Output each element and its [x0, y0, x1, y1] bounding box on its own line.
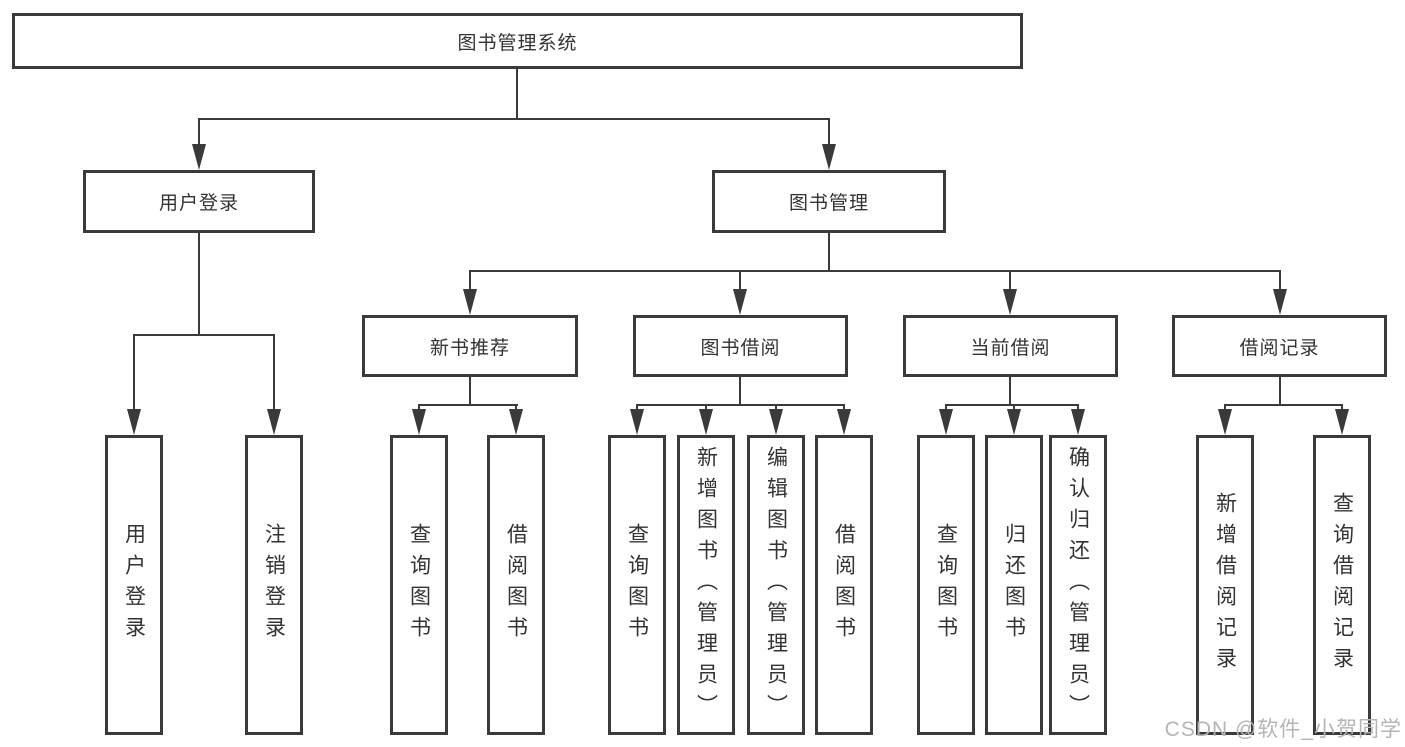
connector-vline: [1279, 270, 1281, 291]
connector-vline: [1341, 404, 1343, 412]
connector-hline: [418, 404, 518, 406]
arrow-down-icon: [1335, 409, 1349, 435]
connector-hline: [945, 404, 1079, 406]
leaf-confirm-return-admin: 确认归还（管理员）: [1049, 435, 1107, 735]
node-label: 图书借阅: [700, 337, 781, 359]
arrow-down-icon: [1218, 409, 1232, 435]
leaf-borrow-books-recommend: 借阅图书: [487, 435, 545, 735]
connector-vline: [1009, 270, 1011, 291]
node-user-login: 用户登录: [83, 170, 315, 233]
connector-vline: [1224, 404, 1226, 412]
arrow-down-icon: [412, 409, 426, 435]
arrow-down-icon: [509, 409, 523, 435]
node-label: 借阅记录: [1239, 337, 1320, 359]
node-book-borrow: 图书借阅: [633, 315, 848, 377]
arrow-down-icon: [1273, 289, 1287, 315]
leaf-query-books-recommend: 查询图书: [390, 435, 448, 735]
connector-vline: [418, 404, 420, 412]
leaf-label: 查询图书: [625, 523, 649, 647]
arrow-down-icon: [127, 409, 141, 435]
connector-vline: [945, 404, 947, 412]
leaf-label: 编辑图书（管理员）: [764, 445, 788, 725]
arrow-down-icon: [939, 409, 953, 435]
node-root-label: 图书管理系统: [457, 32, 578, 54]
connector-vline: [198, 118, 200, 146]
connector-vline: [828, 232, 830, 272]
leaf-borrow-books-2: 借阅图书: [815, 435, 873, 735]
leaf-label: 注销登录: [262, 523, 286, 647]
leaf-add-books-admin: 新增图书（管理员）: [677, 435, 735, 735]
leaf-label: 新增图书（管理员）: [694, 445, 718, 725]
leaf-label: 归还图书: [1002, 523, 1026, 647]
leaf-label: 查询图书: [934, 523, 958, 647]
connector-vline: [739, 270, 741, 291]
connector-vline: [516, 68, 518, 120]
connector-hline: [1224, 404, 1343, 406]
arrow-down-icon: [267, 409, 281, 435]
arrow-down-icon: [192, 144, 206, 170]
leaf-label: 新增借阅记录: [1213, 492, 1237, 678]
node-current-borrow: 当前借阅: [903, 315, 1118, 377]
connector-vline: [636, 404, 638, 412]
node-root: 图书管理系统: [12, 13, 1023, 69]
connector-hline: [636, 404, 845, 406]
connector-vline: [775, 404, 777, 412]
leaf-query-books-borrow: 查询图书: [608, 435, 666, 735]
connector-vline: [705, 404, 707, 412]
node-label: 用户登录: [158, 193, 239, 214]
leaf-label: 借阅图书: [504, 523, 528, 647]
leaf-logout: 注销登录: [245, 435, 303, 735]
arrow-down-icon: [837, 409, 851, 435]
connector-vline: [1009, 376, 1011, 406]
arrow-down-icon: [1003, 289, 1017, 315]
leaf-query-borrow-record: 查询借阅记录: [1313, 435, 1371, 735]
leaf-edit-books-admin: 编辑图书（管理员）: [747, 435, 805, 735]
connector-vline: [1013, 404, 1015, 412]
arrow-down-icon: [769, 409, 783, 435]
node-book-management: 图书管理: [712, 170, 946, 233]
connector-vline: [198, 232, 200, 336]
connector-hline: [198, 118, 830, 120]
connector-hline: [133, 334, 275, 336]
connector-vline: [515, 404, 517, 412]
leaf-user-login: 用户登录: [105, 435, 163, 735]
connector-hline: [469, 270, 1281, 272]
node-new-book-recommend: 新书推荐: [362, 315, 578, 377]
arrow-down-icon: [1071, 409, 1085, 435]
arrow-down-icon: [733, 289, 747, 315]
leaf-label: 查询图书: [407, 523, 431, 647]
leaf-label: 借阅图书: [832, 523, 856, 647]
arrow-down-icon: [822, 144, 836, 170]
watermark: CSDN @软件_小贺同学: [1164, 718, 1402, 741]
connector-vline: [469, 270, 471, 291]
arrow-down-icon: [1007, 409, 1021, 435]
node-label: 当前借阅: [970, 337, 1051, 359]
connector-vline: [133, 334, 135, 411]
connector-vline: [1279, 376, 1281, 406]
leaf-add-borrow-record: 新增借阅记录: [1196, 435, 1254, 735]
leaf-return-books: 归还图书: [985, 435, 1043, 735]
connector-vline: [469, 376, 471, 406]
arrow-down-icon: [699, 409, 713, 435]
connector-vline: [739, 376, 741, 406]
connector-vline: [1077, 404, 1079, 412]
arrow-down-icon: [463, 289, 477, 315]
leaf-label: 查询借阅记录: [1330, 492, 1354, 678]
node-borrow-records: 借阅记录: [1172, 315, 1387, 377]
leaf-label: 用户登录: [122, 523, 146, 647]
connector-vline: [828, 118, 830, 146]
leaf-label: 确认归还（管理员）: [1066, 445, 1090, 725]
connector-vline: [273, 334, 275, 411]
arrow-down-icon: [630, 409, 644, 435]
leaf-query-books-current: 查询图书: [917, 435, 975, 735]
node-label: 图书管理: [788, 193, 869, 214]
connector-vline: [843, 404, 845, 412]
node-label: 新书推荐: [429, 337, 510, 359]
